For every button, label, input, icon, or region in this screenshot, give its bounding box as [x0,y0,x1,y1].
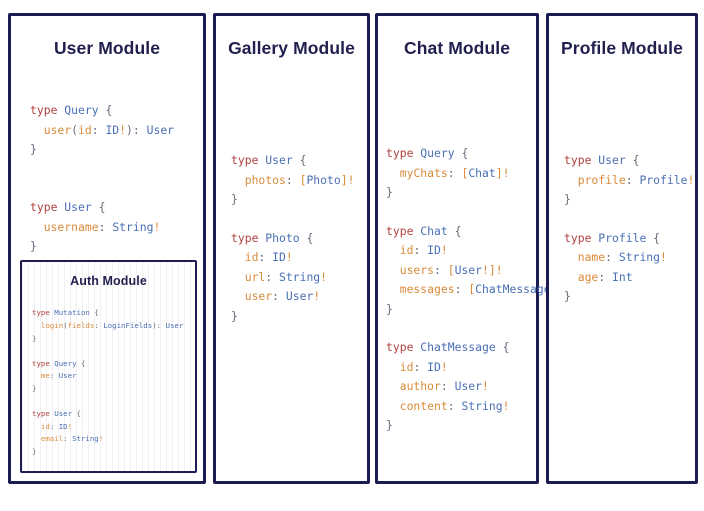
module-title-gallery: Gallery Module [228,38,355,58]
graphql-code-gallery: type User { photos: [Photo]! } type Phot… [231,153,355,323]
module-card-chat[interactable]: Chat Module type Query { myChats: [Chat]… [375,13,564,484]
module-card-profile[interactable]: Profile Module type User { profile: Prof… [546,13,698,484]
graphql-code-user: type Query { user(id: ID!): User } type … [30,103,175,254]
module-title-profile: Profile Module [561,38,683,58]
module-card-user[interactable]: User Module type Query { user(id: ID!): … [8,13,206,484]
graphql-code-auth: type Mutation { login(fields: LoginField… [32,308,184,456]
module-card-auth[interactable]: Auth Module type Mutation { login(fields… [20,260,197,473]
module-title-chat: Chat Module [403,38,511,58]
module-title-auth: Auth Module [70,274,147,288]
graphql-code-chat: type Query { myChats: [Chat]! } type Cha… [386,146,564,433]
module-title-user: User Module [53,38,161,58]
module-card-gallery[interactable]: Gallery Module type User { photos: [Phot… [213,13,370,484]
graphql-code-profile: type User { profile: Profile! } type Pro… [564,153,695,304]
